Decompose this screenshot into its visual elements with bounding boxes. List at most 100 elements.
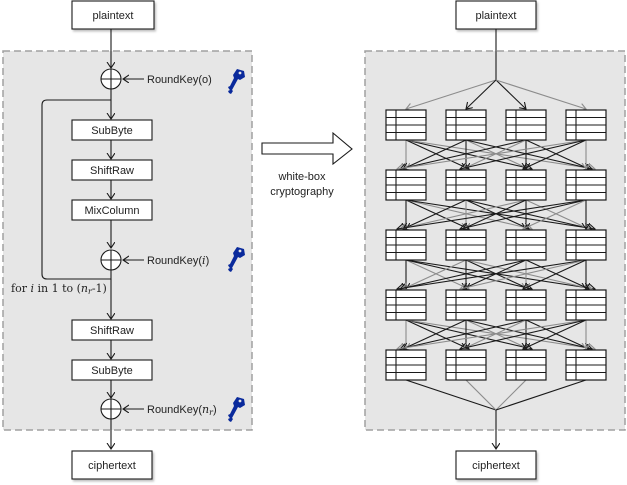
table-connection [465, 139, 592, 169]
table-connection [397, 319, 587, 349]
xor-icon [100, 68, 122, 90]
step-mixcolumn: MixColumn [71, 199, 153, 221]
table-connection [465, 259, 529, 289]
round-key-i-label: RoundKey(i) [147, 254, 209, 267]
table-connection [465, 139, 529, 169]
table-connection [405, 319, 469, 349]
svg-text:SubByte: SubByte [91, 125, 133, 137]
round-key-n-label: RoundKey(nr) [147, 403, 217, 417]
right-ciphertext-label: ciphertext [472, 460, 520, 472]
table-connection [460, 139, 587, 169]
step-final-shiftraw: ShiftRaw [71, 319, 153, 341]
table-connection [525, 319, 589, 349]
table-connection [405, 139, 595, 169]
lookup-table [385, 349, 427, 381]
table-connection [523, 139, 587, 169]
fanout-line [495, 79, 586, 109]
lookup-table [505, 169, 547, 201]
right-ciphertext-box: ciphertext [455, 450, 537, 480]
table-connection [405, 259, 595, 289]
svg-text:SubByte: SubByte [91, 365, 133, 377]
table-connection [525, 139, 589, 169]
lookup-table [445, 109, 487, 141]
round-key-0-label: RoundKey(o) [147, 74, 212, 86]
table-connection [405, 259, 469, 289]
table-connection [460, 259, 587, 289]
table-connection [405, 319, 532, 349]
table-connection [525, 199, 589, 229]
step-subbyte: SubByte [71, 119, 153, 141]
table-connection [523, 199, 587, 229]
lookup-table [505, 229, 547, 261]
lookup-table [445, 289, 487, 321]
step-shiftraw: ShiftRaw [71, 159, 153, 181]
table-connection [400, 199, 527, 229]
table-connection [400, 259, 527, 289]
fanout-line [406, 79, 497, 109]
loop-label: for i in 1 to (nr-1) [11, 282, 107, 296]
table-connection [523, 319, 587, 349]
step-final-subbyte: SubByte [71, 359, 153, 381]
table-connection [397, 139, 587, 169]
table-connection [405, 199, 532, 229]
right-plaintext-box: plaintext [455, 0, 537, 30]
table-connection [405, 139, 469, 169]
lookup-table [385, 229, 427, 261]
svg-text:ShiftRaw: ShiftRaw [90, 325, 134, 337]
lookup-table-network [385, 29, 607, 449]
table-connection [405, 259, 532, 289]
lookup-table [565, 289, 607, 321]
table-connection [405, 139, 532, 169]
fanin-line [405, 379, 497, 411]
lookup-table [505, 109, 547, 141]
table-connection [397, 199, 587, 229]
lookup-table [385, 289, 427, 321]
table-connection [405, 199, 595, 229]
transform-label-line2: cryptography [270, 186, 334, 198]
fanin-line [495, 379, 587, 411]
table-connection [403, 259, 467, 289]
table-connection [405, 319, 595, 349]
left-plaintext-label: plaintext [93, 10, 134, 22]
svg-text:MixColumn: MixColumn [84, 205, 139, 217]
table-connection [400, 319, 527, 349]
left-ciphertext-label: ciphertext [88, 460, 136, 472]
table-connection [465, 319, 529, 349]
fanout-line [466, 79, 497, 109]
lookup-table [445, 349, 487, 381]
fanout-line [495, 79, 526, 109]
table-connection [460, 199, 587, 229]
table-connection [405, 199, 469, 229]
left-plaintext-box: plaintext [71, 0, 155, 30]
svg-text:ShiftRaw: ShiftRaw [90, 165, 134, 177]
loop-back-arrow [41, 99, 112, 280]
lookup-table [565, 229, 607, 261]
xor-icon [100, 249, 122, 271]
right-arrow-icon [261, 131, 353, 166]
table-connection [465, 199, 592, 229]
table-connection [460, 319, 587, 349]
lookup-table [505, 289, 547, 321]
table-connection [465, 319, 592, 349]
lookup-table [505, 349, 547, 381]
table-connection [403, 199, 467, 229]
table-connection [400, 139, 527, 169]
lookup-table [445, 229, 487, 261]
lookup-table [385, 109, 427, 141]
table-connection [403, 139, 467, 169]
table-connection [465, 199, 529, 229]
left-ciphertext-box: ciphertext [71, 450, 153, 480]
table-connection [525, 259, 589, 289]
lookup-table [565, 109, 607, 141]
table-connection [465, 259, 592, 289]
xor-icon [100, 398, 122, 420]
fanin-line [465, 379, 497, 411]
lookup-table [565, 349, 607, 381]
fanin-line [495, 379, 527, 411]
lookup-table [565, 169, 607, 201]
right-plaintext-label: plaintext [476, 10, 517, 22]
lookup-table [445, 169, 487, 201]
lookup-table [385, 169, 427, 201]
transform-label-line1: white-box [277, 171, 326, 183]
